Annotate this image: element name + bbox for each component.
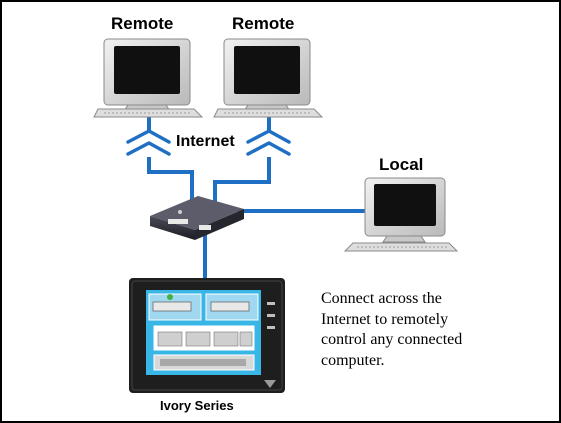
- internet-label: Internet: [176, 133, 235, 150]
- desktop-computer-icon: [93, 38, 204, 118]
- caption-line: control any connected: [321, 331, 463, 348]
- remote-1-router-link: [147, 157, 194, 205]
- local-computer-label: Local: [379, 155, 424, 174]
- caption-line: computer.: [321, 351, 385, 369]
- remote-computer-label-1: Remote: [111, 14, 174, 33]
- network-links: [147, 115, 367, 278]
- remote-computer-label-2: Remote: [232, 14, 295, 33]
- caption-line: Connect across the: [321, 290, 442, 307]
- caption-text: Connect across the Internet to remotely …: [321, 289, 551, 371]
- desktop-computer-icon: [343, 177, 459, 252]
- caption-line: Internet to remotely: [321, 310, 449, 328]
- lightning-break-icon: [246, 129, 291, 156]
- touch-panel-hmi-icon: [129, 278, 285, 393]
- remote-2-router-link: [213, 157, 271, 205]
- desktop-computer-icon: [213, 38, 324, 118]
- router-icon: [150, 196, 244, 240]
- lightning-break-icon: [126, 129, 171, 156]
- panel-label: Ivory Series: [160, 398, 234, 413]
